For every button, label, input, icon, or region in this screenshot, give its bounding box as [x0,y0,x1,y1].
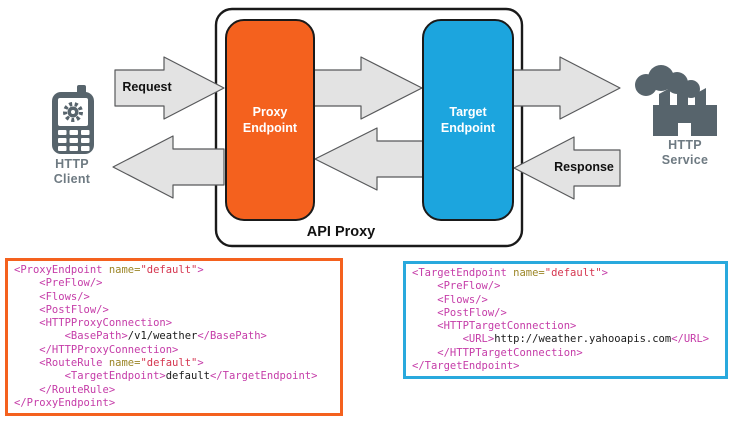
code-token: name= [506,267,545,279]
mobile-phone-icon [52,85,94,154]
code-token: <PostFlow/> [14,303,109,316]
code-token: </ProxyEndpoint> [14,396,116,409]
code-token: <PreFlow/> [14,277,103,290]
code-line: </HTTPTargetConnection> [412,347,719,360]
code-token: > [601,267,608,279]
code-token: </HTTPProxyConnection> [14,343,179,356]
code-token: <TargetEndpoint> [14,370,166,383]
gear-icon [63,102,83,122]
code-line: </TargetEndpoint> [412,360,719,373]
code-line: </RouteRule> [14,384,334,397]
code-line: <PostFlow/> [412,307,719,320]
code-token: </TargetEndpoint> [412,360,520,373]
request-arrow [114,56,225,120]
code-token: <HTTPTargetConnection> [412,320,577,333]
code-line: </HTTPProxyConnection> [14,344,334,357]
code-line: <RouteRule name="default"> [14,357,334,370]
http-client-label: HTTP Client [53,157,91,186]
code-token: "default" [140,264,198,276]
target-endpoint-label: Target Endpoint [440,105,496,135]
response-arrow [513,136,621,200]
code-token: default [165,370,210,383]
code-token: </HTTPTargetConnection> [412,346,583,359]
code-token: <BasePath> [14,330,128,343]
request-label: Request [122,80,172,94]
code-token: </TargetEndpoint> [209,370,318,383]
target-endpoint-code-block: <TargetEndpoint name="default"> <PreFlow… [403,261,728,380]
target-to-proxy-arrow [314,127,425,191]
code-token: <Flows/> [412,293,488,306]
code-token: /v1/weather [127,330,198,343]
code-token: <Flows/> [14,290,90,303]
code-token: <PostFlow/> [412,306,507,319]
api-proxy-label: API Proxy [306,224,376,240]
code-line: <PostFlow/> [14,304,334,317]
code-line: <Flows/> [14,291,334,304]
factory-icon [635,65,717,136]
target-to-service-arrow [510,56,621,120]
code-line: <BasePath>/v1/weather</BasePath> [14,330,334,343]
response-to-client-arrow [112,135,225,199]
code-line: <PreFlow/> [412,280,719,293]
code-line: <URL>http://weather.yahooapis.com</URL> [412,333,719,346]
code-line: <ProxyEndpoint name="default"> [14,264,334,277]
code-line: </ProxyEndpoint> [14,397,334,410]
code-token: > [197,357,204,370]
http-service-label: HTTP Service [661,138,709,167]
code-token: <HTTPProxyConnection> [14,317,173,330]
code-line: <Flows/> [412,294,719,307]
proxy-endpoint-code-block: <ProxyEndpoint name="default"> <PreFlow/… [5,258,343,417]
target-endpoint-box [422,19,514,221]
code-line: <HTTPTargetConnection> [412,320,719,333]
code-token: <URL> [412,333,495,346]
proxy-endpoint-label: Proxy Endpoint [242,105,298,135]
diagram-canvas [52,7,717,248]
code-token: <PreFlow/> [412,280,501,293]
code-token: name= [102,357,141,370]
code-token: "default" [544,267,602,279]
response-label: Response [554,160,614,174]
code-line: <HTTPProxyConnection> [14,317,334,330]
code-token: </RouteRule> [14,383,116,396]
code-token: <TargetEndpoint [412,267,507,279]
code-token: <ProxyEndpoint [14,264,103,276]
code-line: <TargetEndpoint name="default"> [412,267,719,280]
code-token: > [197,264,204,276]
code-line: <TargetEndpoint>default</TargetEndpoint> [14,370,334,383]
code-token: http://weather.yahooapis.com [494,333,672,346]
code-token: </URL> [671,333,710,346]
code-line: <PreFlow/> [14,277,334,290]
proxy-endpoint-box [225,19,315,221]
code-token: <RouteRule [14,357,103,370]
proxy-to-target-arrow [313,56,423,120]
code-token: name= [102,264,141,276]
phone-keypad [58,130,90,151]
code-token: </BasePath> [197,330,267,343]
code-token: "default" [140,357,198,370]
